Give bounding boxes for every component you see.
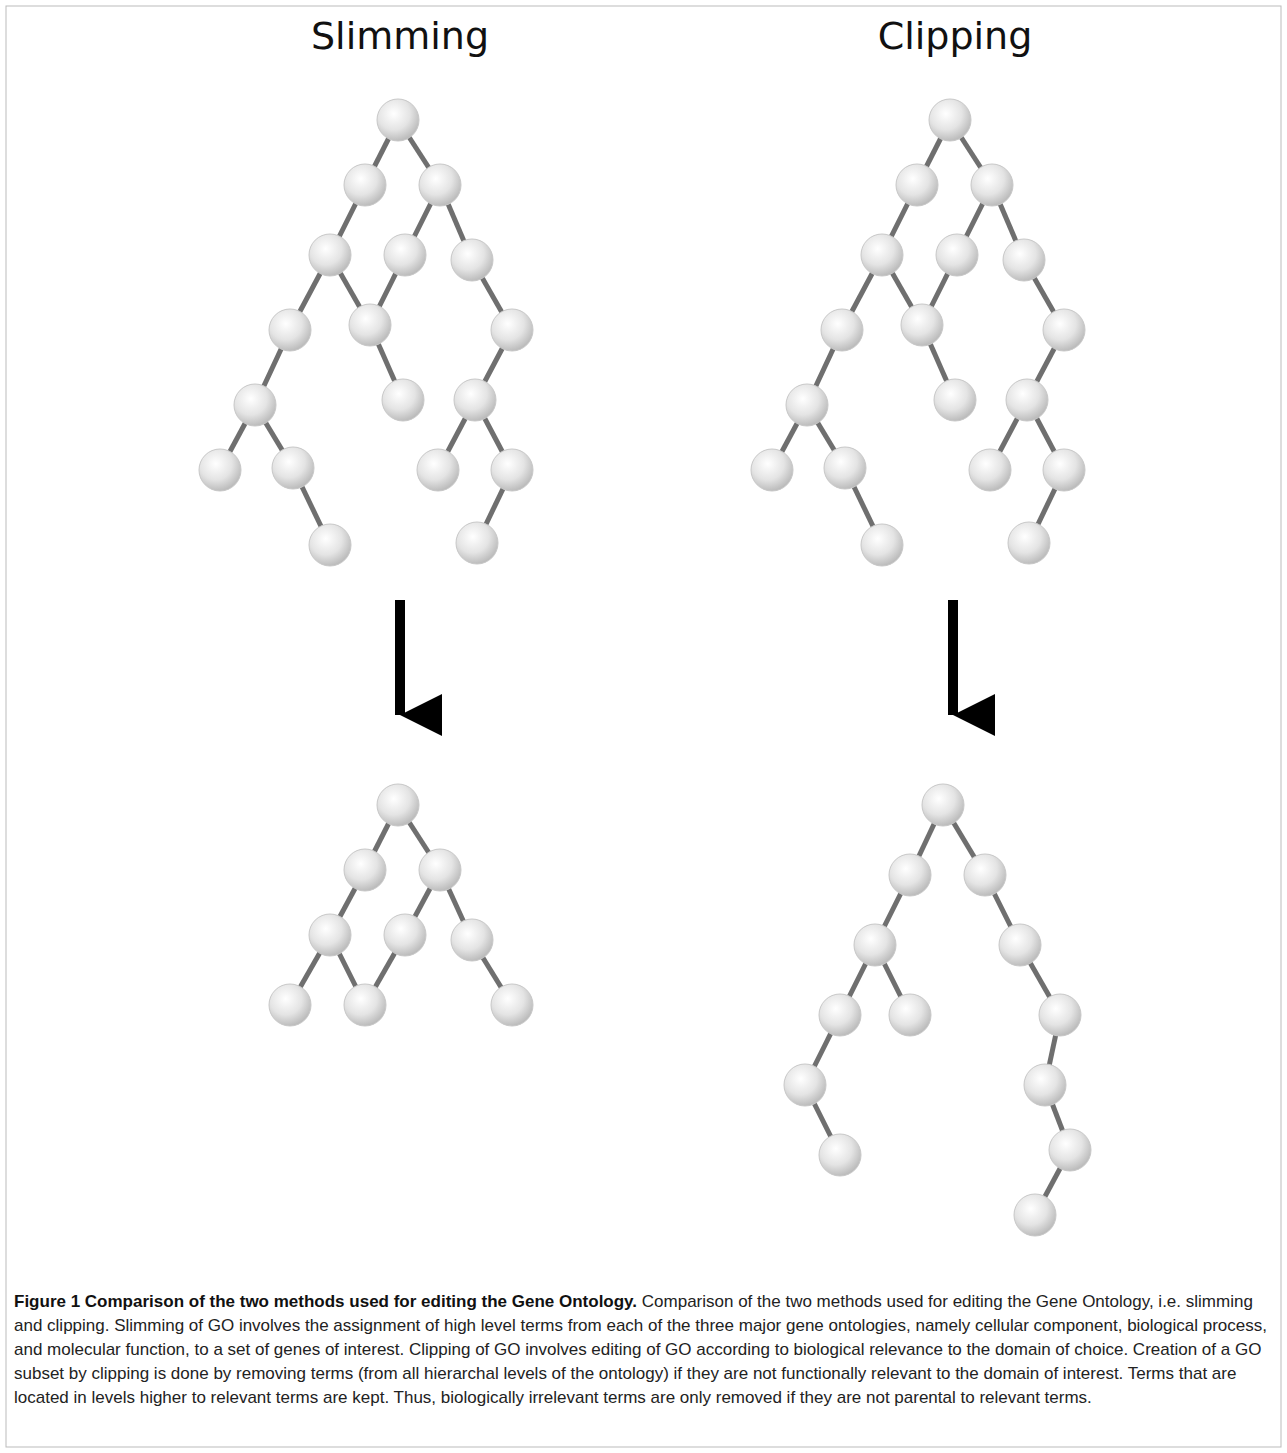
term-circle [456, 522, 498, 564]
term-circle [419, 849, 461, 891]
term-circle [491, 984, 533, 1026]
term-circle [344, 984, 386, 1026]
term-circle [784, 1064, 826, 1106]
term-circle [344, 164, 386, 206]
term-circle [309, 234, 351, 276]
term-circle [272, 447, 314, 489]
term-circle [377, 99, 419, 141]
ontology-tree [751, 99, 1085, 566]
figure-frame [6, 6, 1281, 1447]
term-circle [922, 784, 964, 826]
term-circle [901, 304, 943, 346]
transform-arrow [395, 600, 405, 715]
figure-caption-block: Figure 1 Comparison of the two methods u… [14, 1290, 1272, 1410]
term-circle [309, 524, 351, 566]
term-circle [382, 379, 424, 421]
term-circle [969, 449, 1011, 491]
term-circle [1043, 449, 1085, 491]
term-circle [491, 449, 533, 491]
term-circle [384, 914, 426, 956]
term-circle [751, 449, 793, 491]
method-heading: Clipping [878, 14, 1033, 58]
term-circle [269, 984, 311, 1026]
term-circle [417, 449, 459, 491]
spacer [637, 1292, 642, 1311]
ontology-tree [199, 99, 533, 566]
term-circle [819, 1134, 861, 1176]
transform-arrow [948, 600, 958, 715]
term-circle [824, 447, 866, 489]
term-circle [854, 924, 896, 966]
ontology-trees [199, 99, 1091, 1236]
term-circle [199, 449, 241, 491]
term-circle [889, 994, 931, 1036]
term-circle [344, 849, 386, 891]
term-circle [1039, 994, 1081, 1036]
term-circle [1024, 1064, 1066, 1106]
term-circle [786, 384, 828, 426]
term-circle [454, 379, 496, 421]
term-circle [451, 239, 493, 281]
term-circle [491, 309, 533, 351]
term-circle [1049, 1129, 1091, 1171]
term-circle [384, 234, 426, 276]
term-circle [964, 854, 1006, 896]
term-circle [896, 164, 938, 206]
ontology-tree [784, 784, 1091, 1236]
term-circle [889, 854, 931, 896]
term-circle [269, 309, 311, 351]
term-circle [929, 99, 971, 141]
term-circle [861, 524, 903, 566]
term-circle [377, 784, 419, 826]
term-circle [861, 234, 903, 276]
figure-title: Figure 1 Comparison of the two methods u… [14, 1292, 637, 1311]
term-circle [934, 379, 976, 421]
term-circle [234, 384, 276, 426]
method-heading: Slimming [311, 14, 489, 58]
term-circle [1006, 379, 1048, 421]
term-circle [1014, 1194, 1056, 1236]
term-circle [419, 164, 461, 206]
term-circle [819, 994, 861, 1036]
term-circle [309, 914, 351, 956]
term-circle [349, 304, 391, 346]
term-circle [999, 924, 1041, 966]
term-circle [936, 234, 978, 276]
term-circle [1003, 239, 1045, 281]
term-circle [1008, 522, 1050, 564]
term-circle [821, 309, 863, 351]
term-circle [1043, 309, 1085, 351]
term-circle [971, 164, 1013, 206]
term-circle [451, 919, 493, 961]
ontology-tree [269, 784, 533, 1026]
